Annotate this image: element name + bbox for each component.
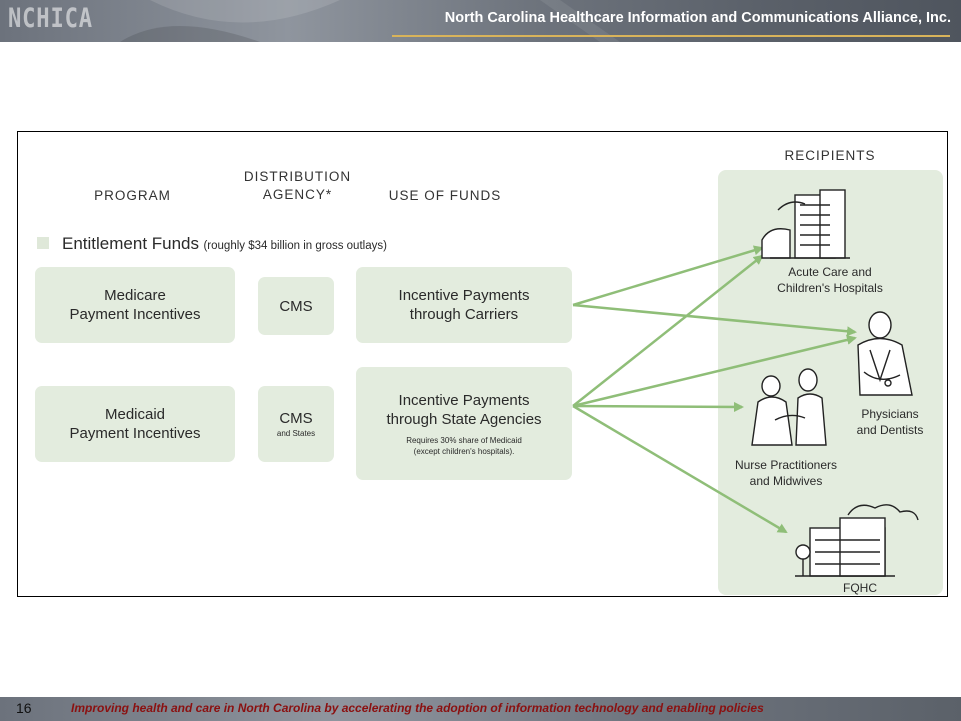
recipient-label-nurses: Nurse Practitioners and Midwives	[726, 457, 846, 489]
use-note: Requires 30% share of Medicaid (except c…	[406, 435, 522, 457]
program-line2: Payment Incentives	[69, 425, 201, 442]
column-heading-program: PROGRAM	[94, 188, 171, 203]
arrow-carriers-to-hospitals	[572, 245, 764, 307]
use-note-line1: Requires 30% share of Medicaid	[406, 435, 522, 445]
use-line2: through Carriers	[409, 306, 519, 323]
physician-icon	[857, 311, 913, 396]
program-box-medicare: Medicare Payment Incentives	[35, 267, 235, 343]
recipient-line2: and Midwives	[749, 474, 823, 488]
agency-label: CMS	[279, 410, 313, 427]
program-box-medicaid: Medicaid Payment Incentives	[35, 386, 235, 462]
slide-header: NCHICA North Carolina Healthcare Informa…	[0, 0, 961, 42]
arrow-state-to-hospitals	[572, 254, 764, 407]
arrow-state-to-physicians	[572, 335, 857, 408]
nurses-icon	[751, 368, 827, 446]
use-box-state-agencies: Incentive Payments through State Agencie…	[356, 367, 572, 480]
entitlement-funds-label: Entitlement Funds (roughly $34 billion i…	[62, 234, 387, 254]
header-background-art	[120, 0, 620, 42]
entitlement-legend-swatch	[37, 237, 49, 249]
recipient-line1: Physicians	[861, 407, 919, 421]
recipient-line2: and Dentists	[856, 423, 924, 437]
footer-tagline: Improving health and care in North Carol…	[71, 701, 764, 715]
column-heading-use-of-funds: USE OF FUNDS	[388, 188, 502, 203]
slide-footer: 16 Improving health and care in North Ca…	[0, 697, 961, 721]
agency-box-cms-medicare: CMS	[258, 277, 334, 335]
recipient-label-fqhc: FQHC	[843, 581, 877, 595]
hospital-icon	[761, 189, 850, 259]
entitlement-note: (roughly $34 billion in gross outlays)	[203, 240, 387, 252]
entitlement-title: Entitlement Funds	[62, 234, 200, 253]
program-line2: Payment Incentives	[69, 306, 201, 323]
program-line1: Medicare	[104, 287, 166, 304]
use-line1: Incentive Payments	[398, 391, 530, 409]
clinic-building-icon	[795, 504, 919, 577]
use-line1: Incentive Payments	[398, 287, 530, 304]
recipient-line2: Children's Hospitals	[777, 281, 883, 295]
use-note-line2: (except children's hospitals).	[413, 446, 515, 456]
use-line2: through State Agencies	[386, 410, 542, 428]
recipient-label-physicians: Physicians and Dentists	[840, 406, 940, 438]
recipient-line1: Acute Care and	[788, 265, 872, 279]
distribution-heading-line1: DISTRIBUTION	[243, 169, 352, 184]
diagram-frame	[17, 131, 948, 597]
use-box-carriers: Incentive Payments through Carriers	[356, 267, 572, 343]
nchica-logo: NCHICA	[8, 3, 93, 34]
program-line1: Medicaid	[104, 406, 166, 423]
column-heading-recipients: RECIPIENTS	[784, 148, 876, 163]
arrow-carriers-to-physicians	[572, 303, 857, 337]
agency-box-cms-medicaid: CMS and States	[258, 386, 334, 462]
agency-label: CMS	[279, 297, 313, 315]
organization-name: North Carolina Healthcare Information an…	[444, 10, 951, 26]
arrow-state-to-nurses	[572, 401, 744, 412]
recipient-line1: Nurse Practitioners	[734, 458, 838, 472]
header-underline	[392, 35, 950, 37]
agency-note: and States	[276, 429, 316, 438]
arrow-state-to-fqhc	[572, 404, 788, 534]
recipient-label-hospitals: Acute Care and Children's Hospitals	[760, 264, 900, 296]
column-heading-distribution-agency: DISTRIBUTION AGENCY*	[225, 168, 370, 204]
page-number: 16	[16, 700, 32, 716]
distribution-heading-line2: AGENCY*	[262, 187, 333, 202]
